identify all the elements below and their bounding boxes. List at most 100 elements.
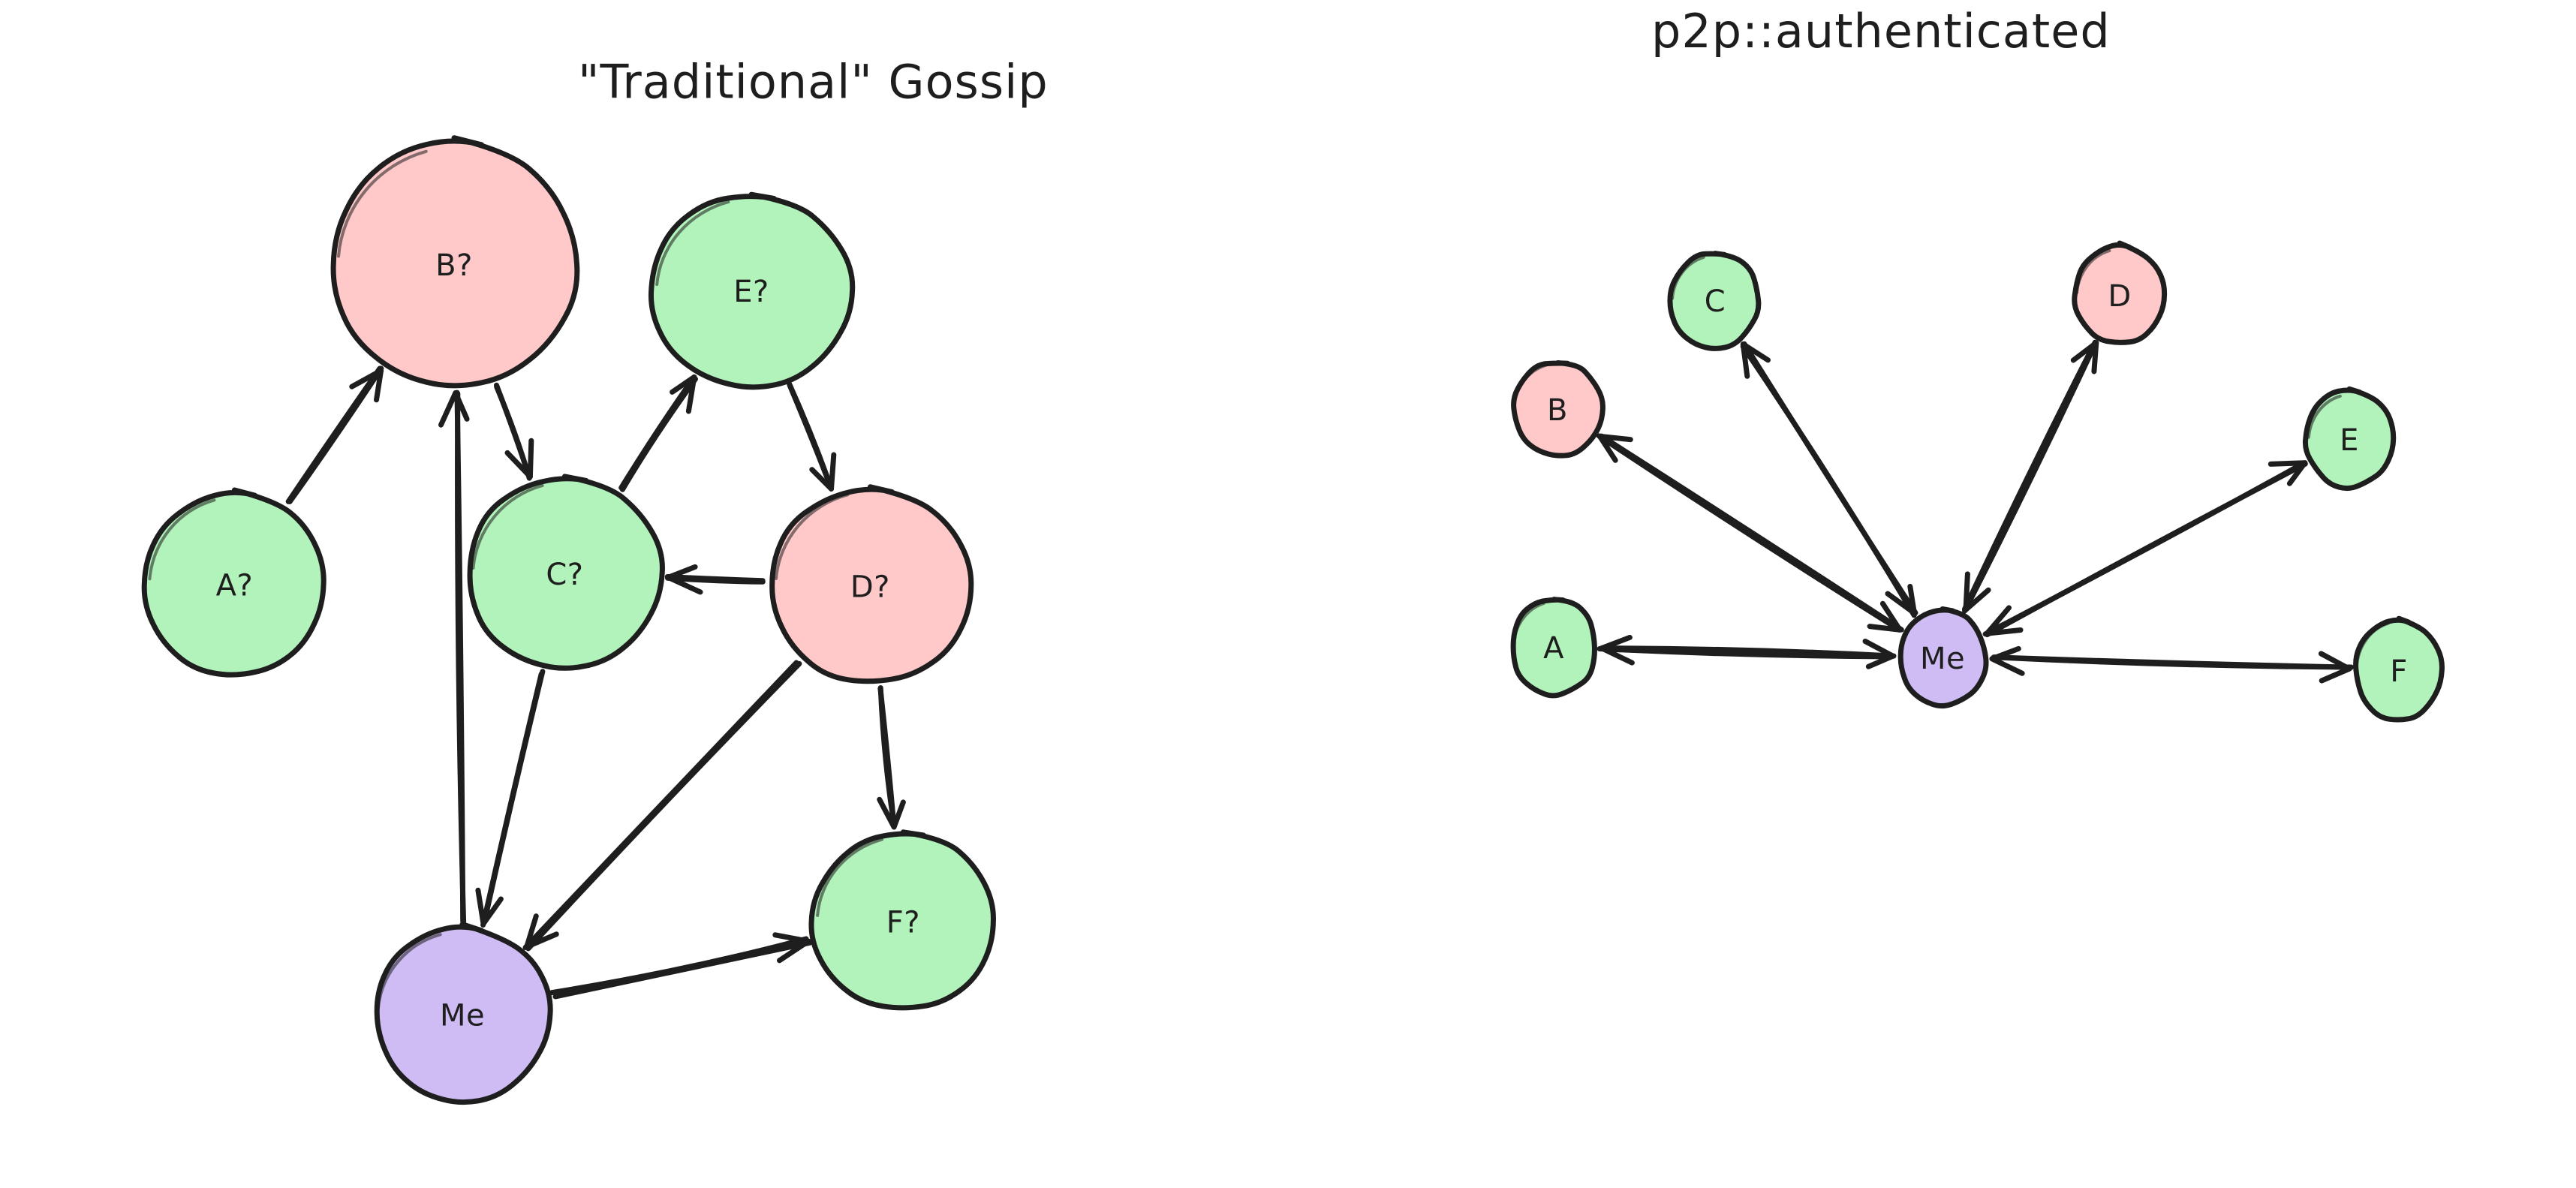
edge-traditional-gossip-E-to-D <box>787 381 837 492</box>
arrow-head <box>524 931 559 950</box>
node-circle[interactable] <box>808 829 996 1011</box>
arrow-head <box>1963 571 1970 612</box>
node-sketch-arc <box>148 498 216 581</box>
arrow-head <box>1984 627 2024 636</box>
edge-p2p-authenticated-Me-to-E <box>1982 460 2308 638</box>
node-circle[interactable] <box>2302 386 2397 492</box>
arrow-head <box>1907 583 1917 616</box>
node-circle[interactable] <box>141 487 327 678</box>
edge-layer <box>1596 339 2354 684</box>
arrow-head <box>1989 656 2025 676</box>
node-traditional-gossip-Me[interactable]: Me <box>374 922 553 1105</box>
node-sketch-arc <box>471 484 544 570</box>
panel-title: p2p::authenticated <box>1651 4 2111 59</box>
arrow-head <box>374 368 384 403</box>
node-label: B <box>1547 393 1568 428</box>
arrow-head <box>1885 591 1917 616</box>
edge-p2p-authenticated-Me-to-C <box>1740 341 1918 618</box>
edge-shaft <box>1962 339 2098 612</box>
arrow-head <box>438 390 459 428</box>
node-traditional-gossip-B[interactable]: B? <box>330 135 580 389</box>
panel-title: "Traditional" Gossip <box>578 54 1049 109</box>
node-traditional-gossip-A[interactable]: A? <box>141 487 327 678</box>
arrow-head <box>1989 645 2021 662</box>
arrow-head <box>877 796 897 830</box>
edge-shaft <box>1985 461 2308 638</box>
arrow-head <box>475 887 486 927</box>
node-p2p-authenticated-A[interactable]: A <box>1510 597 1597 699</box>
edge-traditional-gossip-D-to-C <box>664 564 766 595</box>
node-label: C? <box>546 558 583 592</box>
node-circle[interactable] <box>374 922 553 1105</box>
node-label: F? <box>886 906 920 940</box>
edge-shaft <box>1599 645 1897 659</box>
arrow-head <box>665 574 703 595</box>
node-sketch-arc <box>1512 363 1548 408</box>
node-p2p-authenticated-D[interactable]: D <box>2072 240 2168 345</box>
edge-traditional-gossip-C-to-E <box>618 374 698 492</box>
node-label: E? <box>733 275 769 309</box>
arrow-head <box>349 368 384 389</box>
edge-shaft <box>1991 654 2354 670</box>
arrow-head <box>1862 639 1896 659</box>
node-sketch-arc <box>376 933 442 1011</box>
node-traditional-gossip-E[interactable]: E? <box>648 191 856 390</box>
edge-traditional-gossip-D-to-Me <box>522 660 802 952</box>
node-label: Me <box>1920 642 1965 676</box>
arrow-head <box>1596 433 1618 463</box>
edge-p2p-authenticated-Me-to-F <box>1989 645 2354 684</box>
node-label: E <box>2340 423 2359 458</box>
node-layer: C D B E A Me F <box>1510 240 2445 723</box>
arrow-head <box>1599 634 1633 651</box>
node-circle[interactable] <box>1667 251 1762 351</box>
node-p2p-authenticated-B[interactable]: B <box>1511 360 1605 459</box>
arrow-head <box>1984 605 2012 636</box>
node-circle[interactable] <box>648 191 856 390</box>
edge-traditional-gossip-Me-to-F <box>549 932 813 1000</box>
edge-traditional-gossip-B-to-C <box>494 382 534 481</box>
node-p2p-authenticated-C[interactable]: C <box>1667 251 1762 351</box>
edge-p2p-authenticated-Me-to-B <box>1596 433 1904 633</box>
node-circle[interactable] <box>2072 240 2168 345</box>
edge-p2p-authenticated-Me-to-D <box>1962 339 2099 614</box>
edge-shaft <box>877 685 897 829</box>
node-layer: B? E? A? C? D? F? Me <box>141 135 996 1105</box>
node-circle[interactable] <box>1510 597 1597 699</box>
node-label: F <box>2390 654 2408 689</box>
arrow-head <box>1865 653 1896 669</box>
node-label: D <box>2108 279 2131 314</box>
node-sketch-arc <box>337 149 428 258</box>
edge-shaft <box>522 660 799 950</box>
edge-p2p-authenticated-Me-to-A <box>1596 634 1897 669</box>
node-circle[interactable] <box>769 484 974 684</box>
edge-shaft <box>787 381 834 490</box>
node-circle[interactable] <box>2353 615 2445 723</box>
node-sketch-arc <box>775 493 850 580</box>
edge-shaft <box>455 391 467 925</box>
node-sketch-arc <box>1671 255 1705 300</box>
node-label: Me <box>440 999 485 1033</box>
arrow-head <box>2319 666 2352 684</box>
node-traditional-gossip-F[interactable]: F? <box>808 829 996 1011</box>
node-p2p-authenticated-Me[interactable]: Me <box>1897 606 1989 709</box>
edge-traditional-gossip-C-to-Me <box>475 669 546 928</box>
edge-shaft <box>525 660 802 952</box>
node-label: D? <box>850 570 890 604</box>
node-circle[interactable] <box>467 474 665 671</box>
arrow-head <box>1596 433 1633 443</box>
node-circle[interactable] <box>330 135 580 389</box>
arrow-head <box>2070 340 2099 363</box>
arrow-head <box>1963 587 1991 612</box>
arrow-head <box>891 799 906 830</box>
node-p2p-authenticated-F[interactable]: F <box>2353 615 2445 723</box>
node-label: B? <box>435 248 473 283</box>
node-p2p-authenticated-E[interactable]: E <box>2302 386 2397 492</box>
node-traditional-gossip-C[interactable]: C? <box>467 474 665 671</box>
node-sketch-arc <box>2355 621 2390 669</box>
node-traditional-gossip-D[interactable]: D? <box>769 484 974 684</box>
arrow-head <box>665 564 698 580</box>
arrow-head <box>2091 340 2099 374</box>
